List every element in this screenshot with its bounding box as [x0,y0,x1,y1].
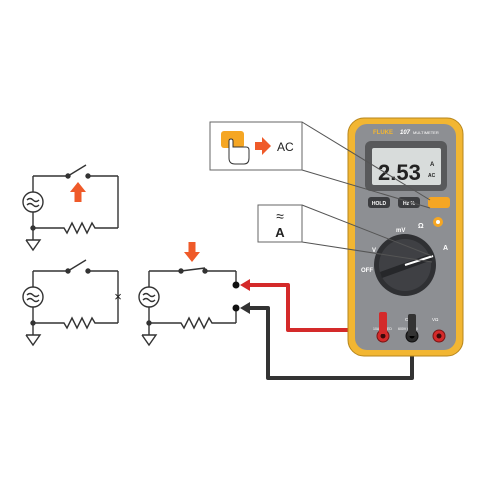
ac-source-icon [22,286,44,308]
hold-button-label: HOLD [372,201,387,207]
black-lead-plug [408,314,416,336]
ac-source-icon [138,286,160,308]
switch-pivot [65,268,71,274]
callout-line [301,121,431,201]
switch-contact [85,268,91,274]
callout-line [301,204,433,257]
ground-icon [141,334,158,347]
ac-wave-icon [26,292,40,303]
resistor [33,316,118,330]
open-switch [67,259,87,272]
ac-wave-icon [26,197,40,208]
break-mark: × [114,289,122,304]
right-arrow-icon [255,137,271,155]
brand-logo: FLUKE [373,130,393,136]
ground-icon [25,334,42,347]
node [30,225,36,231]
ground-icon [25,239,42,252]
jack-a-hole [380,333,386,339]
dial-label-v: V [372,248,376,254]
dial-label-amp: A [443,245,448,252]
pointing-hand-icon [228,138,250,165]
dial-label-off: OFF [361,268,373,274]
switch-contact [202,268,208,274]
callout-ac-label: AC [277,140,294,154]
jack-v-hole [436,333,442,339]
dial-label-ohm: Ω [418,223,424,230]
jack-com-sub: 600V CAT III [398,327,418,331]
lcd-mode: AC [428,173,436,179]
model-number: 107 [400,130,411,136]
break-terminal-bottom [232,304,240,312]
circuit-1 [22,164,119,252]
callout-box-function [257,204,303,243]
switch-contact [85,173,91,179]
circuit-3 [138,267,237,347]
callout-wave-symbol: ≈ [276,208,284,224]
resistor [33,221,118,235]
jack-v-label: VΩ [432,317,439,322]
backlight-icon [436,220,440,224]
lcd-unit: A [430,162,435,168]
switch-pivot [65,173,71,179]
red-probe-tip [240,279,250,291]
up-arrow-icon [70,182,86,202]
callout-amp-symbol: A [275,225,285,240]
model-label: MULTIMETER [413,130,439,135]
switch-pivot [178,268,184,274]
break-terminal-top [232,281,240,289]
multimeter: FLUKE 107 MULTIMETER 2.53 A AC HOLD Hz %… [347,117,464,357]
node [30,320,36,326]
hz-button-label: Hz % [403,201,416,207]
node [146,320,152,326]
dial-label-mv: mV [396,228,405,234]
down-arrow-icon [184,242,200,262]
callout-line [301,169,431,209]
closed-switch [180,267,206,272]
resistor [149,316,236,330]
callout-line [301,241,433,263]
red-lead-plug [379,312,387,334]
open-switch [67,164,87,177]
black-probe-tip [240,302,250,314]
ac-source-icon [22,191,44,213]
ac-wave-icon [142,292,156,303]
black-test-lead [244,306,414,380]
yellow-button[interactable] [428,197,450,208]
circuit-2 [22,259,119,347]
hold-button[interactable] [368,197,390,208]
